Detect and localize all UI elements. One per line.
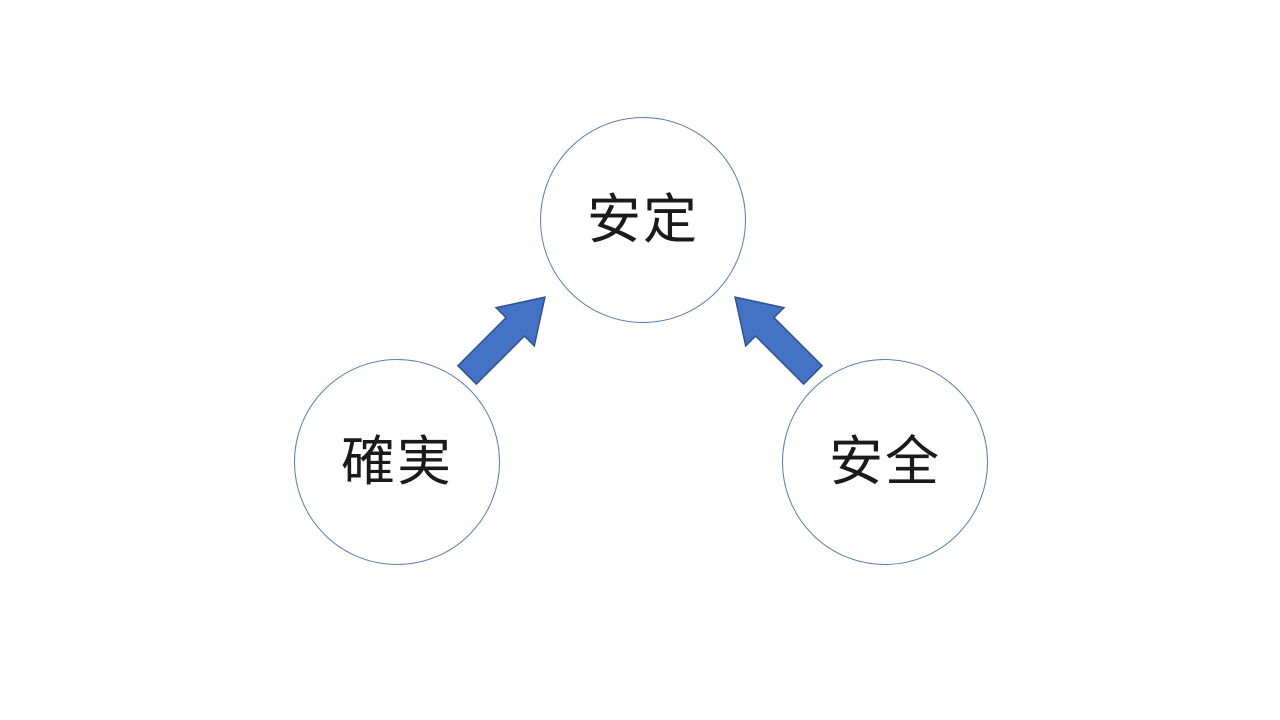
- node-anzen-label: 安全: [829, 432, 941, 492]
- node-antei-label: 安定: [587, 190, 699, 250]
- arrow-up-right-icon: [456, 296, 546, 386]
- node-anzen: 安全: [782, 359, 988, 565]
- arrow-up-left-icon: [734, 296, 824, 386]
- node-antei: 安定: [540, 117, 746, 323]
- node-kakujitsu: 確実: [294, 359, 500, 565]
- node-kakujitsu-label: 確実: [341, 432, 453, 492]
